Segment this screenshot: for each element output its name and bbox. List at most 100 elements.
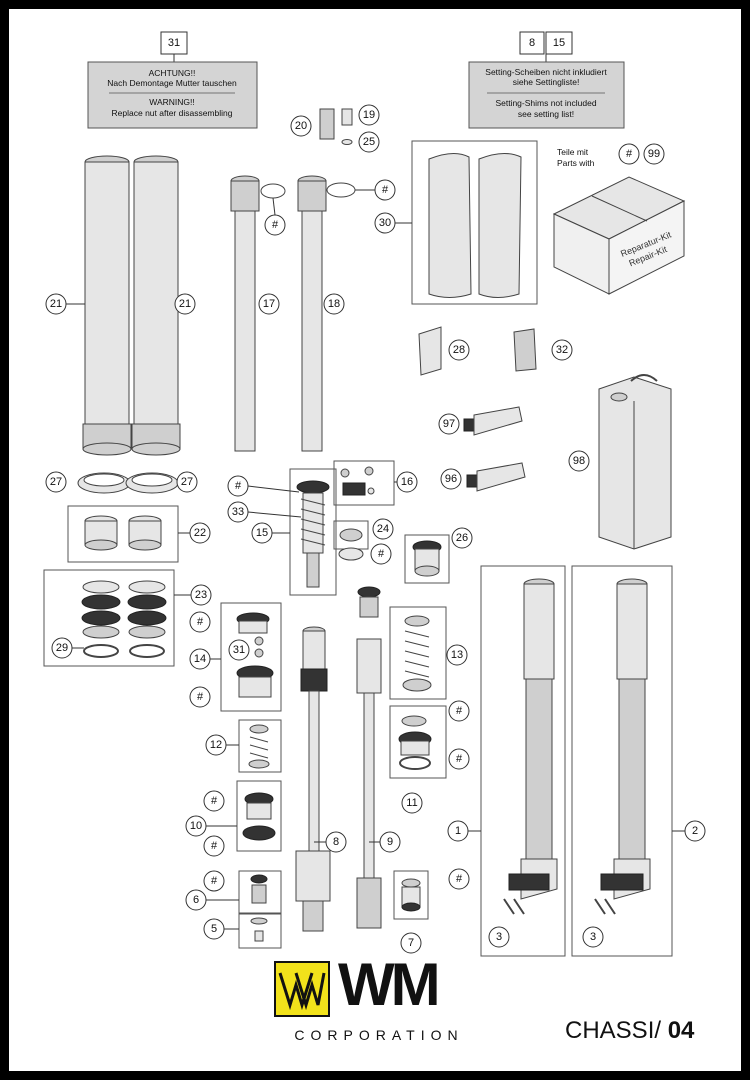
callout-3-left: 3 bbox=[488, 926, 510, 948]
callout-8-top: 8 bbox=[519, 31, 545, 55]
callout-29: 29 bbox=[51, 637, 73, 659]
svg-text:12: 12 bbox=[210, 739, 222, 751]
washer-24 bbox=[333, 520, 369, 561]
callout-8: 8 bbox=[325, 831, 347, 853]
repair-kit-box: Reparatur-Kit Repair-Kit bbox=[552, 176, 686, 295]
callout-hash-10: # bbox=[203, 835, 225, 857]
group-12-frame bbox=[238, 719, 282, 773]
svg-text:8: 8 bbox=[333, 836, 339, 848]
callout-12: 12 bbox=[205, 734, 227, 756]
logo-corporation-text: CORPORATION bbox=[294, 1027, 464, 1043]
callout-30: 30 bbox=[374, 212, 396, 234]
fork-leg-left-complete bbox=[503, 578, 558, 915]
callout-25: 25 bbox=[358, 131, 380, 153]
group-11-frame bbox=[389, 705, 447, 779]
svg-text:97: 97 bbox=[443, 418, 455, 430]
nut-warning-notice: ACHTUNG!! Nach Demontage Mutter tauschen… bbox=[87, 61, 258, 129]
svg-text:#: # bbox=[197, 691, 204, 703]
svg-text:27: 27 bbox=[50, 476, 62, 488]
callout-98: 98 bbox=[568, 450, 590, 472]
group-5-frame bbox=[238, 913, 282, 949]
callout-21-right: 21 bbox=[174, 293, 196, 315]
grease-tube-96 bbox=[466, 462, 526, 492]
outer-tube-left bbox=[82, 155, 132, 456]
guide-ring-left bbox=[77, 472, 131, 494]
sticker-32 bbox=[513, 328, 537, 372]
svg-text:25: 25 bbox=[363, 136, 375, 148]
svg-text:28: 28 bbox=[453, 344, 465, 356]
group-23-frame bbox=[43, 569, 175, 667]
shims-notice: Setting-Scheiben nicht inkludiert siehe … bbox=[468, 61, 625, 129]
callout-hash-1: # bbox=[264, 214, 286, 236]
svg-text:18: 18 bbox=[328, 298, 340, 310]
callout-96: 96 bbox=[440, 468, 462, 490]
group-16-frame bbox=[333, 460, 395, 506]
svg-text:98: 98 bbox=[573, 455, 585, 467]
group-22-frame bbox=[67, 505, 179, 563]
svg-text:20: 20 bbox=[295, 120, 307, 132]
adjuster-parts-16 bbox=[340, 466, 375, 496]
nut-warning-en-text: Replace nut after disassembling bbox=[112, 108, 233, 118]
svg-text:33: 33 bbox=[232, 506, 244, 518]
damper-rod-8 bbox=[295, 626, 331, 932]
callout-6: 6 bbox=[185, 889, 207, 911]
spring-13 bbox=[402, 615, 432, 692]
callout-31-top: 31 bbox=[160, 31, 188, 55]
fork-leg-right-complete bbox=[594, 578, 651, 915]
svg-text:3: 3 bbox=[590, 931, 596, 943]
callout-7: 7 bbox=[400, 932, 422, 954]
part-6 bbox=[250, 874, 268, 904]
bushing-left bbox=[84, 515, 118, 551]
callout-9: 9 bbox=[379, 831, 401, 853]
callout-32: 32 bbox=[551, 339, 573, 361]
svg-text:1: 1 bbox=[455, 825, 461, 837]
bleed-screw-20 bbox=[319, 108, 335, 140]
callout-31: 31 bbox=[228, 639, 250, 661]
svg-text:23: 23 bbox=[195, 589, 207, 601]
callout-10: 10 bbox=[185, 815, 207, 837]
callout-hash-11: # bbox=[203, 870, 225, 892]
callout-hash-8: # bbox=[448, 748, 470, 770]
svg-text:22: 22 bbox=[194, 527, 206, 539]
guide-ring-right bbox=[125, 472, 179, 494]
callout-hash-5: # bbox=[189, 611, 211, 633]
svg-text:9: 9 bbox=[387, 836, 393, 848]
callout-24: 24 bbox=[372, 518, 394, 540]
inner-tube-18 bbox=[297, 175, 327, 452]
bleed-screw-19 bbox=[341, 108, 353, 126]
svg-text:#: # bbox=[235, 480, 242, 492]
svg-text:#: # bbox=[272, 219, 279, 231]
svg-text:6: 6 bbox=[193, 894, 199, 906]
group-10-frame bbox=[236, 780, 282, 852]
svg-text:#: # bbox=[456, 753, 463, 765]
svg-text:99: 99 bbox=[648, 148, 660, 160]
repair-kit-note: Teile mit Parts with bbox=[557, 147, 594, 169]
svg-text:31: 31 bbox=[233, 644, 245, 656]
washer-25 bbox=[341, 139, 353, 145]
svg-text:21: 21 bbox=[50, 298, 62, 310]
svg-text:14: 14 bbox=[194, 653, 206, 665]
svg-text:31: 31 bbox=[168, 37, 180, 49]
svg-text:16: 16 bbox=[401, 476, 413, 488]
svg-text:#: # bbox=[456, 705, 463, 717]
group-15-frame bbox=[289, 468, 337, 596]
spring-assembly-33 bbox=[296, 480, 330, 588]
o-ring-18 bbox=[326, 182, 356, 198]
grease-tube-97 bbox=[463, 406, 523, 436]
svg-text:#: # bbox=[197, 616, 204, 628]
svg-text:8: 8 bbox=[529, 37, 535, 49]
page-number: 04 bbox=[667, 1017, 695, 1044]
group-1-frame bbox=[480, 565, 566, 957]
nut-warning-en-title: WARNING!! bbox=[149, 97, 195, 107]
callout-2: 2 bbox=[684, 820, 706, 842]
group-6-frame bbox=[238, 870, 282, 914]
page-code: CHASSI/ 04 bbox=[565, 1017, 694, 1045]
outer-tube-right bbox=[131, 155, 181, 456]
sticker-28 bbox=[418, 326, 442, 376]
svg-text:5: 5 bbox=[211, 923, 217, 935]
logo-emblem-icon bbox=[274, 961, 330, 1017]
exploded-parts-diagram: 31 ACHTUNG!! Nach Demontage Mutter tausc… bbox=[43, 31, 706, 957]
svg-text:13: 13 bbox=[451, 649, 463, 661]
svg-text:11: 11 bbox=[406, 797, 417, 809]
svg-text:24: 24 bbox=[377, 523, 389, 535]
